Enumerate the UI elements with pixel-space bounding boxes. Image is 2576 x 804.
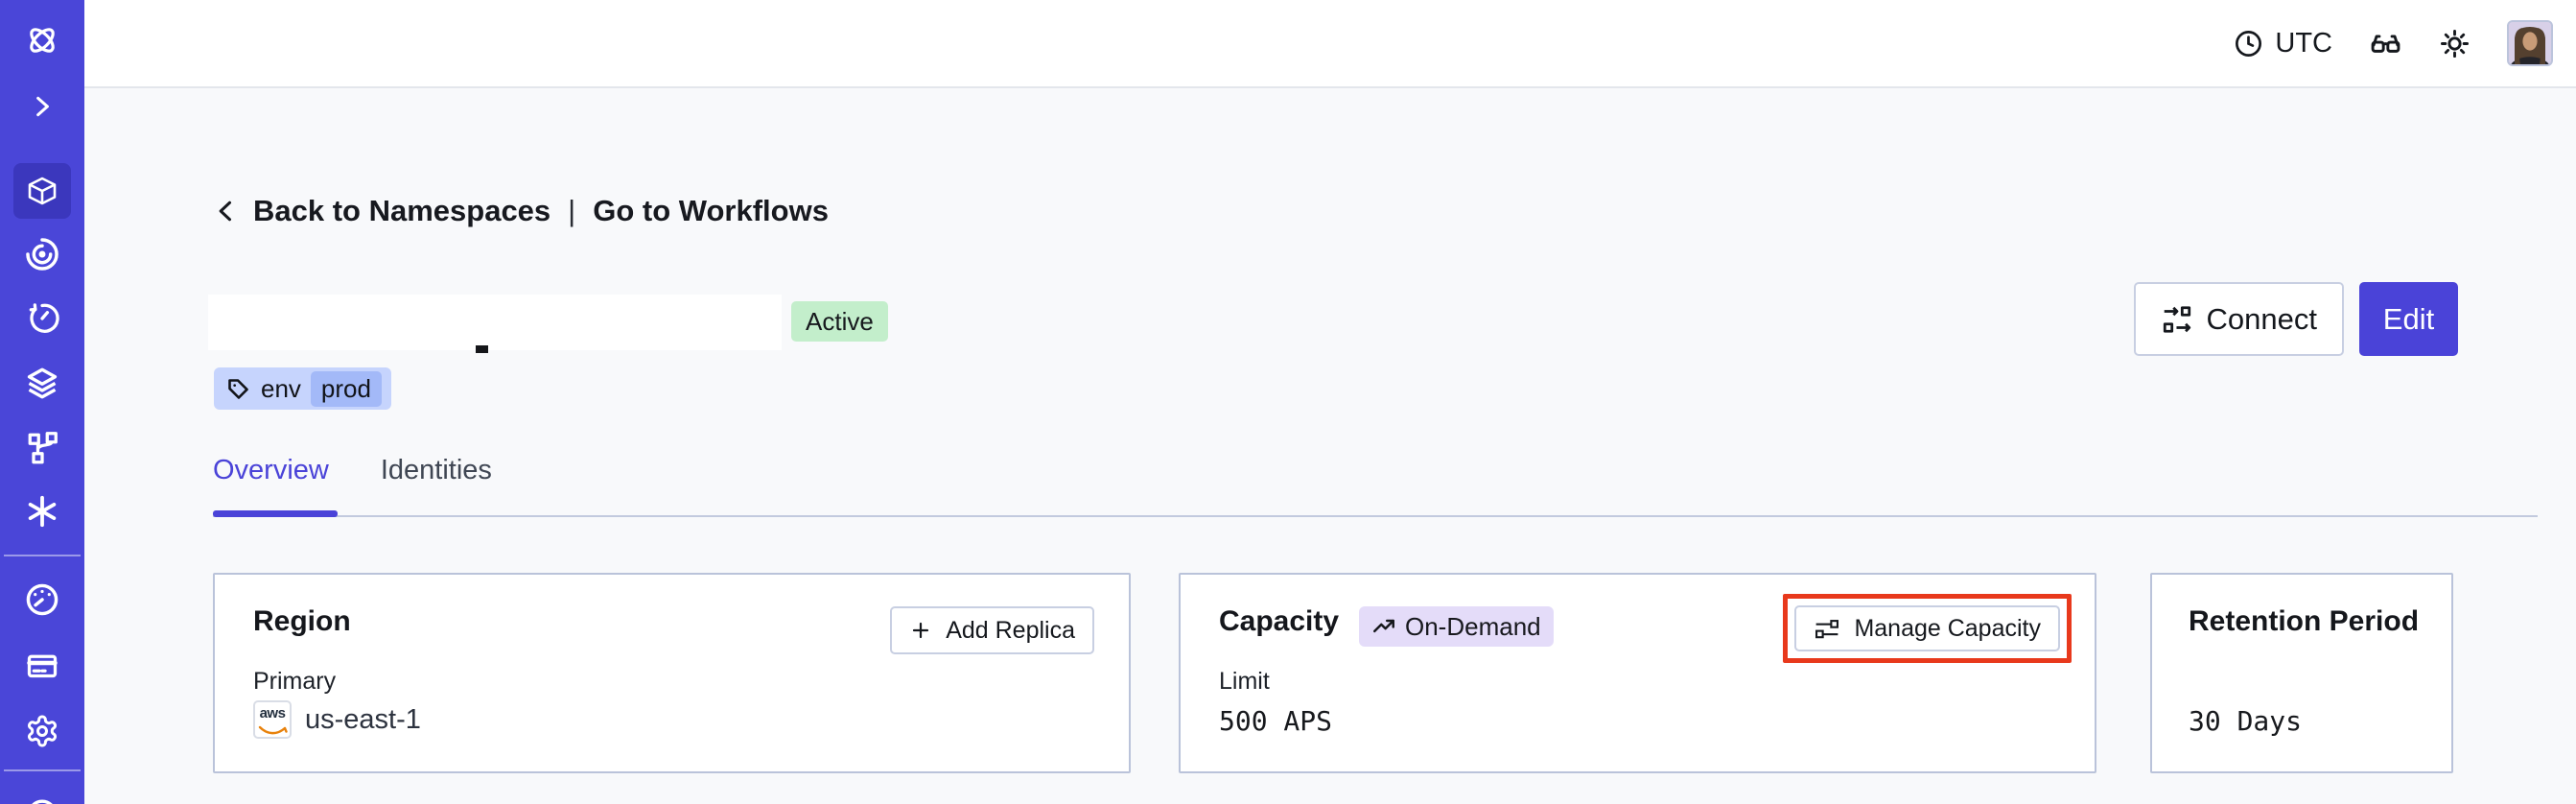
sidebar-item-billing[interactable] (0, 649, 84, 683)
go-to-workflows-link[interactable]: Go to Workflows (593, 194, 829, 227)
connect-flow-icon (2163, 305, 2190, 333)
primary-label: Primary (253, 668, 337, 695)
tag-key: env (261, 373, 301, 403)
aws-provider-icon: aws (253, 700, 292, 739)
sidebar-item-schedules[interactable] (0, 301, 84, 336)
user-avatar[interactable] (2507, 20, 2553, 66)
primary-region-row: aws us-east-1 (253, 700, 421, 739)
nexus-asterisk-icon (28, 495, 57, 528)
retention-card: Retention Period 30 Days (2150, 573, 2453, 773)
avatar-portrait (2509, 22, 2551, 64)
tab-identities[interactable]: Identities (380, 455, 492, 485)
limit-label: Limit (1219, 668, 1270, 695)
connect-button-label: Connect (2206, 301, 2317, 336)
capacity-limit-value: 500 APS (1219, 705, 1333, 737)
tab-overview[interactable]: Overview (213, 455, 329, 485)
capacity-card-title: Capacity (1219, 605, 1340, 637)
active-tab-underline (213, 510, 338, 517)
add-replica-button[interactable]: Add Replica (890, 606, 1094, 654)
manage-capacity-label: Manage Capacity (1854, 614, 2041, 642)
breadcrumb-separator: | (568, 194, 576, 227)
edit-button-label: Edit (2382, 301, 2435, 336)
sidebar-expand-button[interactable] (0, 94, 84, 119)
tab-bottom-border (213, 515, 2538, 517)
add-replica-label: Add Replica (946, 616, 1075, 644)
plus-icon (913, 622, 929, 639)
tab-bar: Overview Identities (213, 455, 492, 509)
settings-gear-icon (28, 715, 57, 747)
theme-toggle-button[interactable] (2439, 28, 2471, 59)
namespace-tag-chip: env prod (214, 367, 391, 410)
back-to-namespaces-link[interactable]: Back to Namespaces (253, 194, 551, 227)
region-card-title: Region (253, 605, 351, 637)
batch-branch-icon (28, 432, 58, 464)
clock-icon (2236, 30, 2262, 57)
retention-value: 30 Days (2189, 705, 2303, 737)
namespace-name-remnant-dot (476, 345, 488, 353)
sidebar-item-usage[interactable] (0, 581, 84, 618)
timezone-selector[interactable]: UTC (2234, 28, 2332, 59)
on-demand-label: On-Demand (1405, 611, 1541, 641)
annotation-highlight-box: Manage Capacity (1783, 594, 2072, 663)
timezone-label: UTC (2275, 27, 2332, 59)
status-badge: Active (791, 301, 888, 342)
manage-capacity-button[interactable]: Manage Capacity (1794, 605, 2060, 651)
on-demand-badge: On-Demand (1359, 606, 1554, 647)
temporal-logo-icon[interactable] (0, 22, 84, 59)
sidebar-divider (4, 769, 81, 771)
sidebar-item-namespaces[interactable] (0, 174, 84, 208)
capacity-card: Capacity On-Demand Manage Capacity (1179, 573, 2096, 773)
top-header: UTC (84, 0, 2576, 88)
sidebar-item-settings[interactable] (0, 714, 84, 748)
usage-gauge-icon (26, 583, 59, 616)
tag-value: prod (310, 370, 382, 407)
sidebar-item-deployments[interactable] (0, 365, 84, 399)
sun-icon (2440, 29, 2470, 58)
billing-card-icon (27, 654, 58, 678)
help-circle-partial-icon (32, 799, 53, 804)
sidebar (0, 0, 84, 804)
sidebar-item-nexus[interactable] (0, 493, 84, 530)
chevron-left-icon (219, 201, 232, 222)
region-card: Region Add Replica Primary aws us-east-1 (213, 573, 1131, 773)
glasses-icon (2371, 34, 2400, 53)
tag-icon (228, 378, 248, 399)
workflows-spiral-icon (26, 238, 59, 271)
main-content: Back to Namespaces | Go to Workflows Act… (84, 88, 2576, 804)
schedules-timer-icon (29, 303, 59, 333)
sidebar-divider (4, 555, 81, 556)
sidebar-item-help[interactable] (0, 794, 84, 804)
sidebar-item-workflows[interactable] (0, 236, 84, 272)
namespaces-cube-icon (28, 177, 57, 205)
edit-button[interactable]: Edit (2359, 282, 2458, 356)
trending-up-icon (1373, 619, 1394, 633)
namespace-name-redacted-box (208, 295, 782, 350)
sidebar-item-batch-operations[interactable] (0, 430, 84, 464)
aws-smile (258, 725, 288, 735)
breadcrumb: Back to Namespaces | Go to Workflows (213, 194, 829, 228)
reader-mode-button[interactable] (2369, 27, 2402, 60)
sliders-icon (1815, 620, 1839, 639)
connect-button[interactable]: Connect (2133, 282, 2344, 356)
retention-card-title: Retention Period (2189, 605, 2420, 637)
region-value: us-east-1 (305, 703, 421, 735)
deployments-layers-icon (27, 367, 58, 399)
namespace-actions: Connect Edit (2133, 282, 2458, 356)
